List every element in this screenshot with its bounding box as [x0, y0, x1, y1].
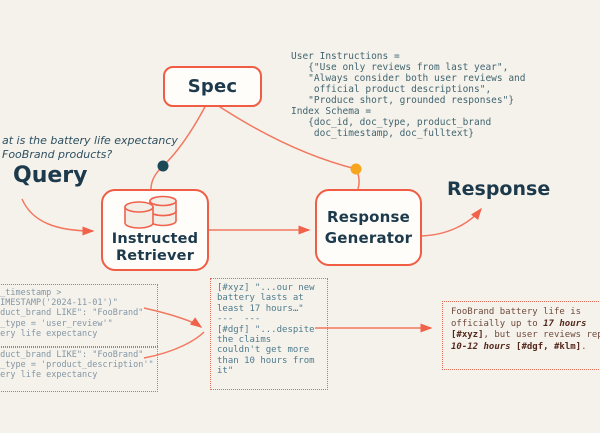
retrieved-docs: [#xyz] "...our new battery lasts at leas…	[210, 278, 328, 390]
response-generator-label: Response Generator	[325, 207, 413, 249]
response-label: Response	[447, 178, 551, 200]
retriever-label-line2: Retriever	[115, 248, 195, 264]
response-generator-node: Response Generator	[315, 189, 422, 266]
query-question-text: at is the battery life expectancy FooBra…	[2, 134, 178, 161]
spec-node: Spec	[163, 66, 262, 107]
generator-label-line1: Response	[326, 207, 411, 226]
instructed-retriever-label: Instructed Retriever	[103, 231, 207, 265]
edge-query-to-retriever	[21, 198, 95, 236]
retrieval-query-2: oduct_brand LIKE": "FooBrand" c_type = '…	[0, 346, 158, 392]
spec-node-label: Spec	[187, 76, 238, 97]
retrieval-query-1: c_timestamp > TIMESTAMP('2024-11-01')" o…	[0, 284, 158, 348]
amber-connector-dot	[350, 163, 362, 175]
spec-annotation-text: User Instructions = {"Use only reviews f…	[291, 51, 526, 139]
retriever-label-line1: Instructed	[111, 231, 199, 247]
final-response: FooBrand battery life is officially up t…	[442, 301, 600, 370]
edge-generator-to-response	[417, 207, 482, 237]
generator-label-line2: Generator	[324, 228, 413, 247]
database-icon	[124, 195, 177, 229]
query-label: Query	[13, 163, 88, 188]
teal-connector-dot	[157, 160, 169, 172]
